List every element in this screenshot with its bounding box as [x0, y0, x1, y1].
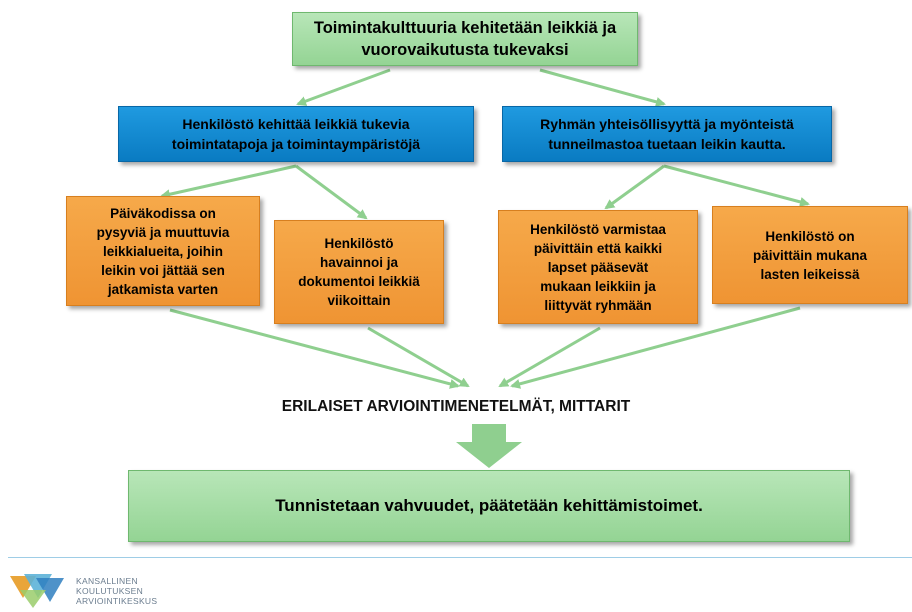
- action-box-play-areas: Päiväkodissa on pysyviä ja muuttuvia lei…: [66, 196, 260, 306]
- outcome-box: Tunnistetaan vahvuudet, päätetään kehitt…: [128, 470, 850, 542]
- arrow-or2-to-methods: [367, 326, 470, 388]
- group-community-text: Ryhmän yhteisöllisyyttä ja myönteistä tu…: [540, 116, 794, 152]
- arrow-top-to-blue-right: [539, 68, 666, 107]
- arrow-or3-to-methods: [498, 326, 601, 388]
- arrow-or4-to-methods: [510, 306, 801, 389]
- action-text-play-areas: Päiväkodissa on pysyviä ja muuttuvia lei…: [96, 205, 230, 297]
- top-goal-box: Toimintakulttuuria kehitetään leikkiä ja…: [292, 12, 638, 66]
- logo-line-3: ARVIOINTIKESKUS: [76, 596, 158, 606]
- logo-wordmark: KANSALLINEN KOULUTUKSEN ARVIOINTIKESKUS: [76, 576, 157, 606]
- arrow-blue-left-to-or1: [160, 164, 297, 200]
- arrow-blue-right-to-or3: [604, 164, 665, 210]
- action-box-observe: Henkilöstö havainnoi ja dokumentoi leikk…: [274, 220, 444, 324]
- arrow-blue-right-to-or4: [663, 164, 810, 207]
- karvi-logo-icon: [10, 574, 64, 608]
- action-box-participation: Henkilöstö on päivittäin mukana lasten l…: [712, 206, 908, 304]
- logo-line-2: KOULUTUKSEN: [76, 586, 144, 596]
- logo-line-1: KANSALLINEN: [76, 576, 138, 586]
- arrow-or1-to-methods: [169, 308, 460, 389]
- action-box-inclusion: Henkilöstö varmistaa päivittäin että kai…: [498, 210, 698, 324]
- staff-development-box: Henkilöstö kehittää leikkiä tukevia toim…: [118, 106, 474, 162]
- action-text-participation: Henkilöstö on päivittäin mukana lasten l…: [752, 228, 868, 282]
- staff-development-text: Henkilöstö kehittää leikkiä tukevia toim…: [171, 116, 421, 152]
- action-text-observe: Henkilöstö havainnoi ja dokumentoi leikk…: [298, 236, 420, 308]
- methods-label: ERILAISET ARVIOINTIMENETELMÄT, MITTARIT: [281, 398, 631, 415]
- top-goal-text: Toimintakulttuuria kehitetään leikkiä ja…: [313, 19, 617, 59]
- action-text-inclusion: Henkilöstö varmistaa päivittäin että kai…: [530, 221, 666, 313]
- big-down-arrow: [456, 424, 522, 468]
- group-community-box: Ryhmän yhteisöllisyyttä ja myönteistä tu…: [502, 106, 832, 162]
- outcome-text: Tunnistetaan vahvuudet, päätetään kehitt…: [275, 496, 703, 515]
- arrow-blue-left-to-or2: [295, 164, 368, 220]
- arrow-top-to-blue-left: [296, 68, 391, 106]
- footer-divider: [8, 557, 912, 558]
